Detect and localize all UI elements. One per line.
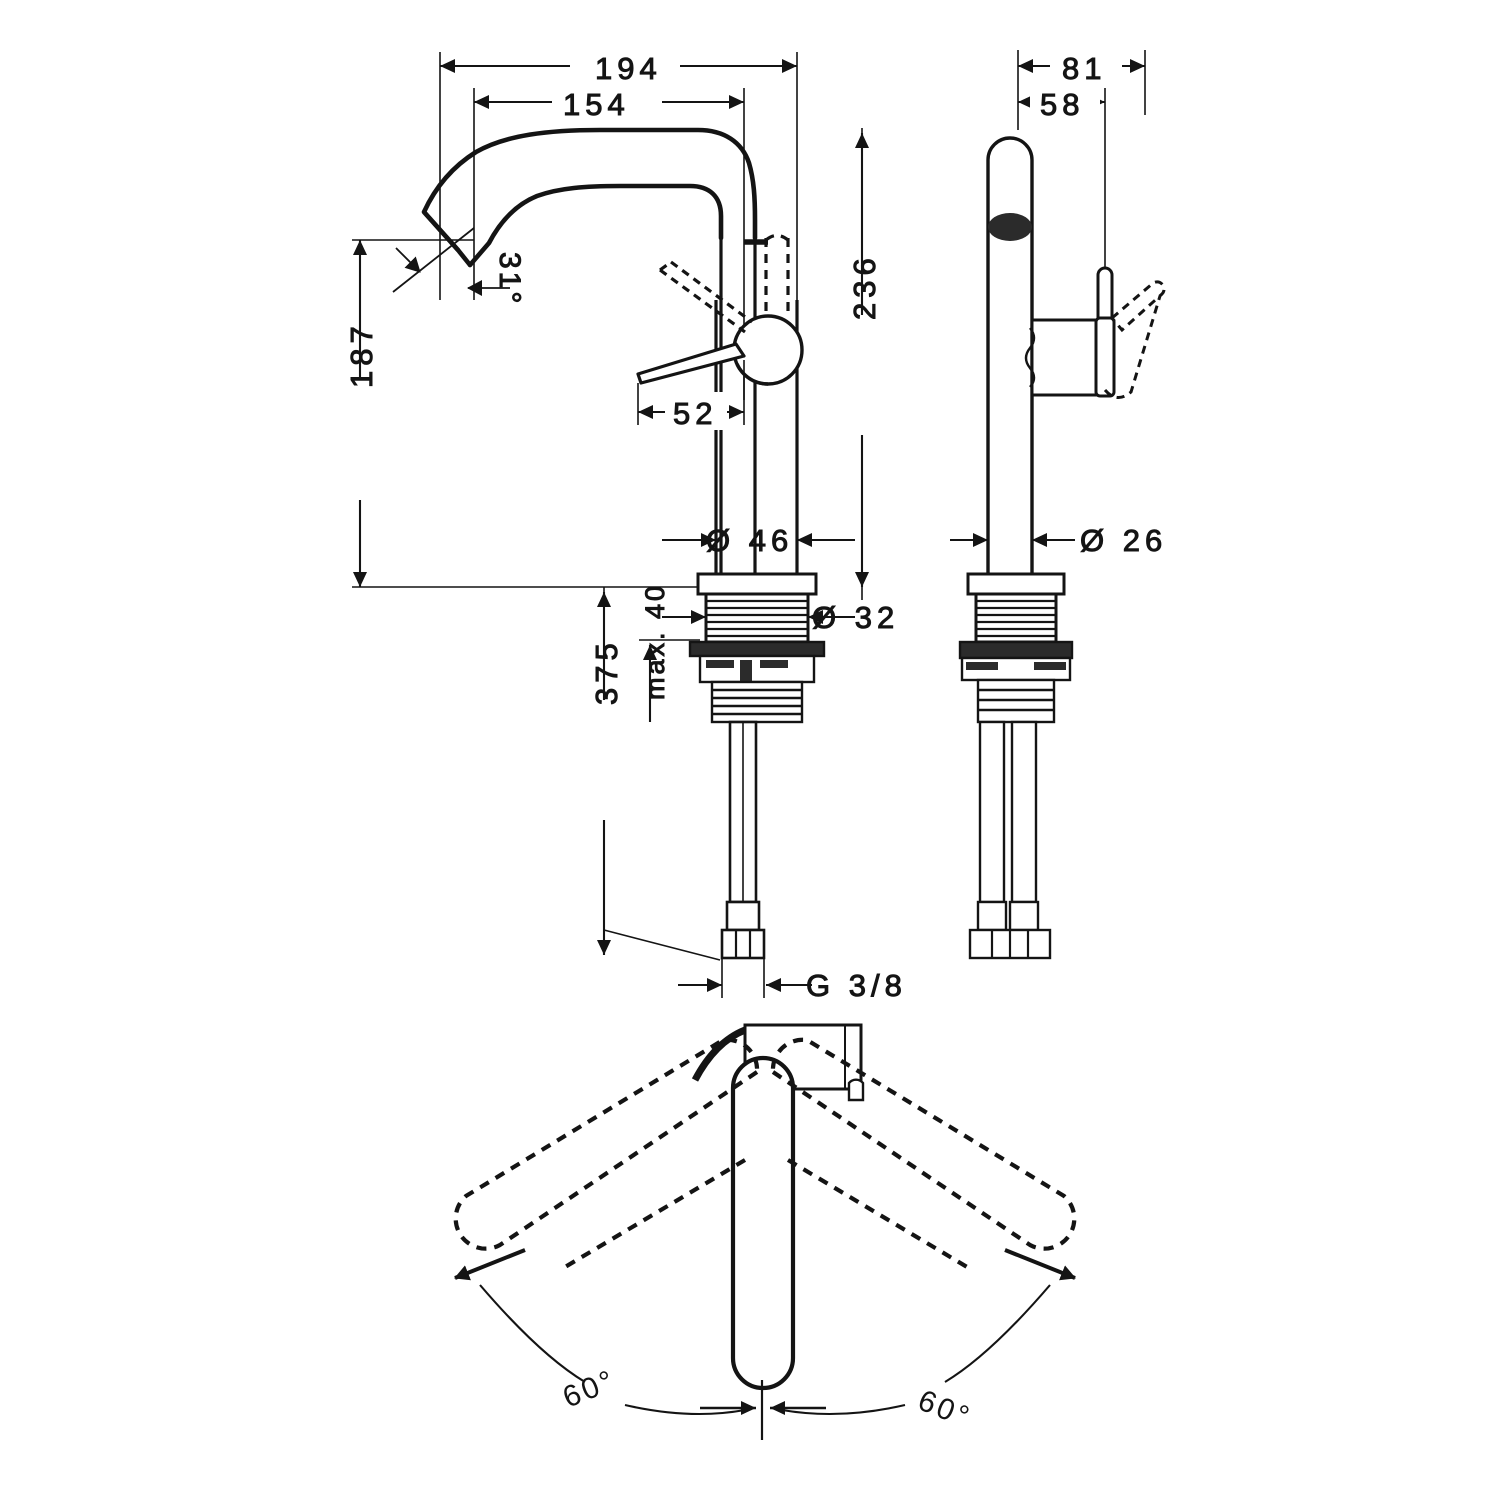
label-52: 52	[673, 396, 717, 431]
side-lever-solid	[1094, 266, 1116, 398]
lever-dashed-raised	[659, 260, 753, 334]
label-31-degrees: 31°	[493, 252, 526, 306]
aerator-ellipse	[988, 213, 1032, 241]
label-58: 58	[1040, 87, 1084, 122]
label-diameter-46: Ø 46	[706, 523, 793, 558]
label-g38: G 3/8	[806, 968, 907, 1003]
mounting-nut-assembly	[688, 640, 826, 724]
side-handle-block	[1024, 318, 1107, 397]
label-154: 154	[563, 87, 630, 122]
hidden-tube-dashed	[764, 233, 790, 318]
plan-angle-arc-left	[479, 1284, 746, 1416]
handle-joint-circle	[732, 314, 804, 386]
side-escutcheon-plate	[966, 572, 1066, 596]
label-375: 375	[589, 638, 624, 705]
threaded-shank	[704, 592, 810, 644]
plan-angle-arc-right	[781, 1284, 1051, 1416]
label-max-40: max. 40	[640, 583, 670, 700]
dimension-236	[840, 133, 884, 587]
dimension-58	[1018, 80, 1105, 120]
spout-tip	[422, 210, 460, 252]
side-supply-hoses	[968, 720, 1052, 960]
label-236: 236	[847, 253, 882, 320]
dimension-81	[1018, 44, 1145, 84]
supply-hose	[720, 720, 766, 960]
label-diameter-32: Ø 32	[812, 600, 899, 635]
side-body-tube	[986, 136, 1034, 580]
dimension-375	[582, 592, 626, 955]
side-lever-dashed-raised	[1103, 280, 1166, 399]
label-187: 187	[344, 321, 379, 388]
front-elevation-view: 194 154 31° 187	[338, 44, 907, 1004]
dimension-187	[338, 240, 382, 587]
plan-spout-swivel-left-outer	[453, 1037, 760, 1251]
spout-outline	[421, 127, 758, 268]
label-diameter-26: Ø 26	[1080, 523, 1167, 558]
dimension-52	[637, 360, 745, 430]
plan-view	[453, 1023, 1077, 1440]
side-elevation-view: 81 58	[950, 44, 1167, 960]
plan-angle-arrows	[454, 1248, 1076, 1440]
side-threaded-shank	[974, 592, 1058, 644]
angle-31-annotation	[392, 227, 510, 296]
plan-spout-swivel-right-outer	[770, 1037, 1077, 1251]
lever-solid	[636, 342, 746, 385]
plan-spout-solid	[730, 1055, 796, 1391]
dimension-g38	[678, 958, 812, 998]
escutcheon-plate	[696, 572, 818, 596]
